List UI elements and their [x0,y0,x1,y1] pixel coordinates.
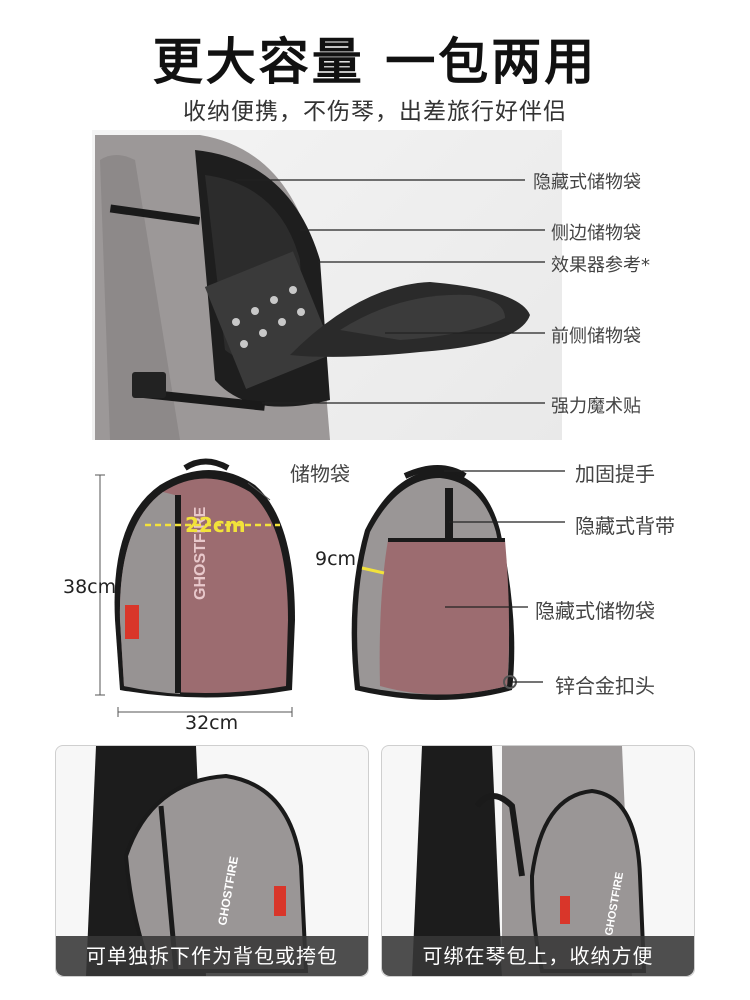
strap-top [109,204,201,225]
front-bag [114,458,295,698]
page-title: 更大容量 一包两用 [152,33,598,91]
usage-card-attached: GHOSTFIRE 可绑在琴包上，收纳方便 [381,745,695,977]
front-dimension-lines [95,474,293,717]
usage-card-standalone: GHOSTFIRE 可单独拆下作为背包或挎包 [55,745,369,977]
front-pocket-label: 储物袋 [290,462,350,486]
dimension-illustration: GHOSTFIRE [95,458,565,717]
interior-illustration [95,135,545,440]
front-flap-pocket [340,294,505,340]
page-subtitle: 收纳便携，不伤琴，出差旅行好伴侣 [183,99,567,125]
pedal-knobs [232,286,305,348]
front-bag-brand: GHOSTFIRE [192,506,209,600]
bag-side-panel [100,155,180,440]
usage-illustration-attached: GHOSTFIRE [412,746,647,976]
callout-velcro: 强力魔术贴 [551,396,641,417]
callout-zinc-buckle: 锌合金扣头 [555,674,655,698]
front-inner-width: 22cm [185,513,246,537]
callout-side-pocket: 侧边储物袋 [551,223,641,244]
side-depth: 9cm [315,548,357,570]
usage-illustration-standalone: GHOSTFIRE [86,746,309,976]
callout-effects-reference: 效果器参考* [551,255,650,276]
callout-hidden-strap: 隐藏式背带 [575,514,675,538]
callout-hidden-pocket: 隐藏式储物袋 [533,172,641,193]
velcro-tab [132,372,166,398]
side-bag [351,465,517,700]
side-depth-marker [361,566,385,575]
front-height: 38cm [63,576,117,598]
callout-front-pocket: 前侧储物袋 [551,326,641,347]
usage-caption-attached: 可绑在琴包上，收纳方便 [382,936,694,976]
front-width: 32cm [185,712,239,734]
strap-bottom [134,388,266,411]
callout-hidden-storage: 隐藏式储物袋 [535,599,655,623]
side-callout-lines [444,470,565,683]
usage-caption-standalone: 可单独拆下作为背包或挎包 [56,936,368,976]
callout-reinforced-handle: 加固提手 [575,462,655,486]
interior-callout-lines [236,179,545,404]
